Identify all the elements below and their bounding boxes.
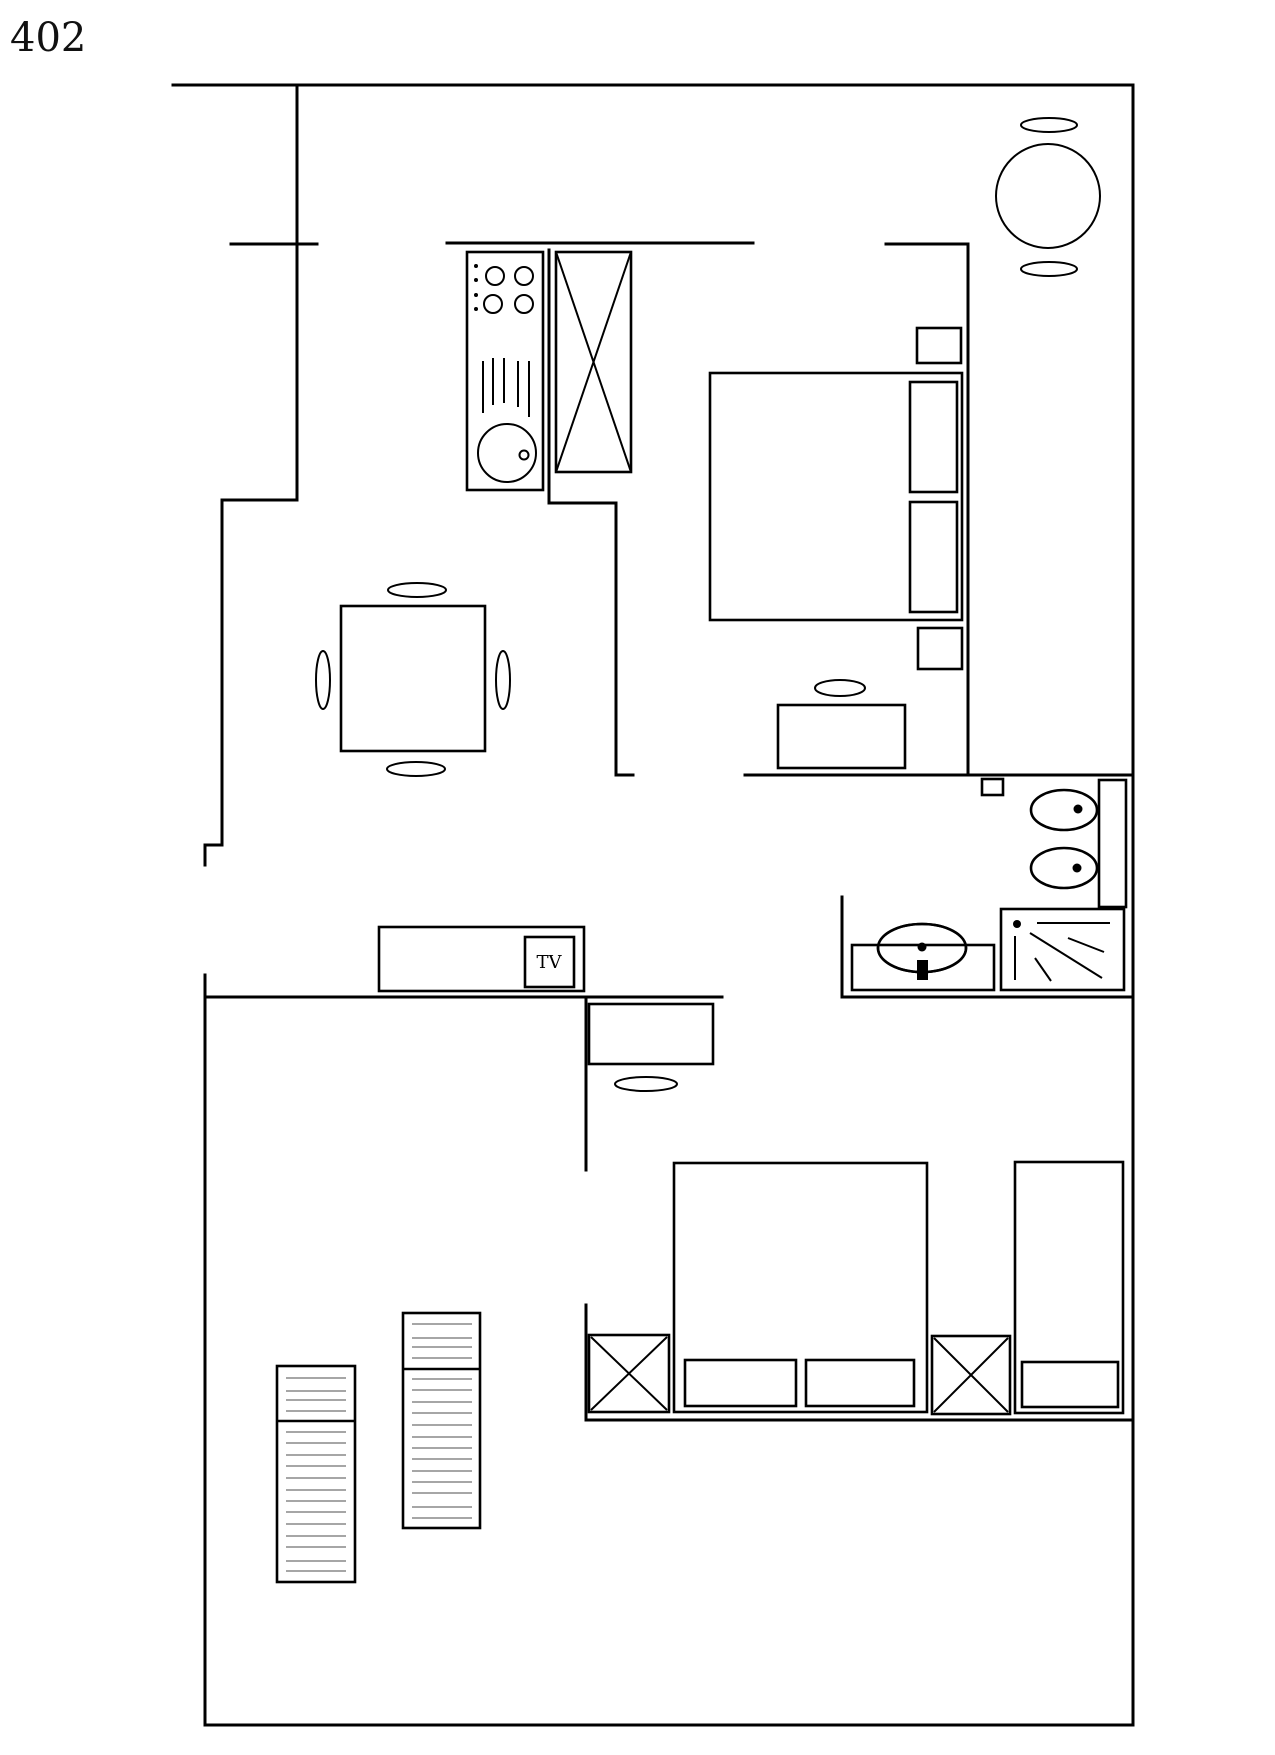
tv-icon [523, 935, 576, 989]
bedroom-desk [776, 679, 907, 770]
chair-icon [1020, 117, 1078, 133]
kitchen-counter [465, 250, 545, 492]
bathroom [850, 777, 1128, 992]
sink-icon [477, 423, 537, 483]
tv-label: TV [536, 952, 562, 973]
nightstand [916, 626, 964, 671]
sun-lounger-left [275, 1364, 357, 1584]
refrigerator-cabinet [554, 250, 633, 474]
pillow-icon [908, 380, 959, 494]
pillow-icon [804, 1358, 916, 1408]
nightstand-right [930, 1334, 1012, 1416]
pillow-icon [1020, 1360, 1120, 1409]
cistern [1097, 778, 1128, 909]
tv-console: TV [377, 925, 586, 993]
cooktop-icon [474, 264, 534, 314]
pillow-icon [683, 1358, 798, 1408]
second-bedroom-furniture [587, 1160, 1125, 1416]
chair-icon [315, 650, 331, 710]
chair-icon [387, 582, 447, 598]
master-bed [708, 326, 964, 671]
chair-icon [814, 679, 866, 697]
nightstand-left [587, 1333, 671, 1414]
chair-icon [386, 761, 446, 777]
washbasin-icon [850, 922, 996, 992]
unit-number-label: 402 [10, 15, 87, 61]
chair-icon [1020, 261, 1078, 277]
walls [171, 83, 1135, 1727]
pillow-icon [908, 500, 959, 614]
drainboard-icon [482, 358, 530, 417]
shower-icon [999, 907, 1126, 992]
chair-icon [495, 650, 511, 710]
double-bed [672, 1161, 929, 1414]
sun-lounger-right [401, 1311, 482, 1530]
nightstand [915, 326, 963, 365]
balcony-table [995, 117, 1101, 277]
vent [980, 777, 1005, 797]
bidet-icon [1029, 846, 1099, 890]
chair-icon [614, 1076, 678, 1092]
dining-table [315, 582, 511, 777]
second-bedroom-desk [587, 1002, 715, 1092]
single-bed [1013, 1160, 1125, 1415]
toilet-icon [1029, 788, 1099, 832]
